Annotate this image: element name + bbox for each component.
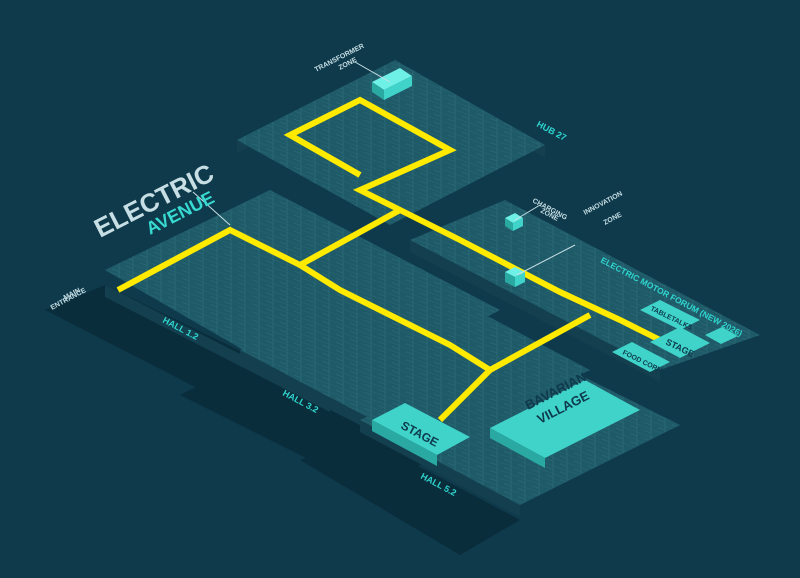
hub-27-label: HUB 27	[535, 119, 568, 143]
hall-1-2-side	[105, 285, 330, 412]
leader-lines	[192, 61, 576, 276]
forum-small-block[interactable]	[705, 327, 738, 344]
forum-side	[410, 240, 660, 382]
transformer-zone-block[interactable]	[372, 68, 412, 100]
forum-floor[interactable]	[410, 200, 760, 370]
hall-5-2-shadow	[300, 435, 520, 555]
stage-forum-block[interactable]: STAGE	[650, 327, 710, 359]
charging-zone-block[interactable]	[505, 213, 523, 231]
electric-avenue-path	[116, 96, 662, 423]
innovation-zone-block[interactable]	[505, 267, 525, 287]
hub-27-floor[interactable]	[237, 60, 545, 225]
stage-hall-5-2[interactable]: STAGE	[372, 403, 470, 466]
innovation-zone-label-2: ZONE	[603, 211, 624, 226]
